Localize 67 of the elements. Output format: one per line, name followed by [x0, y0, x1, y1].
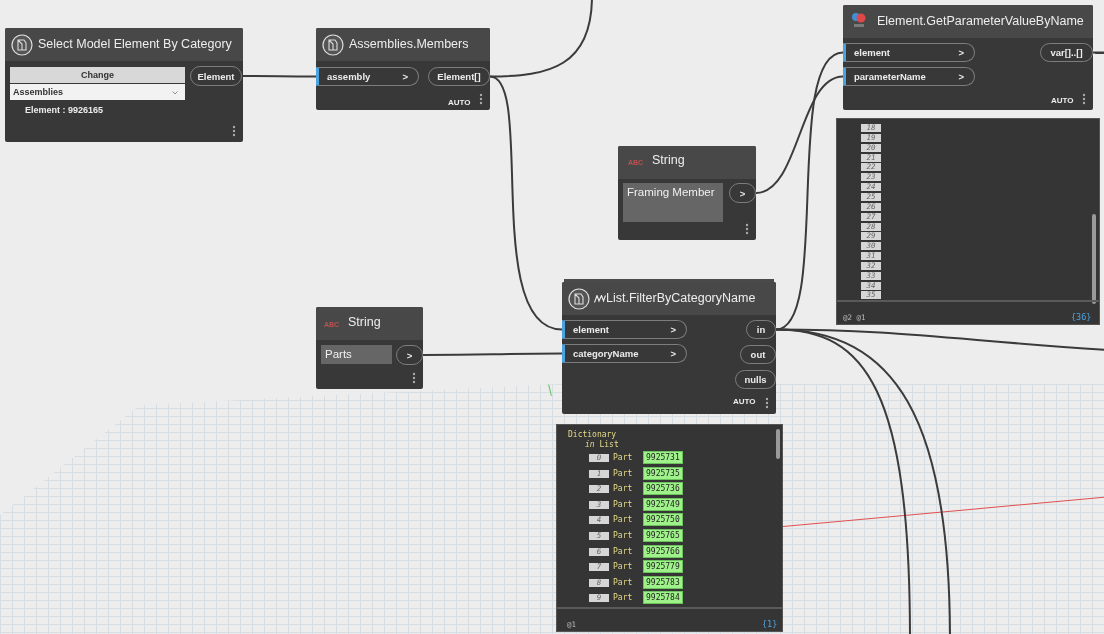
item-type: Part: [613, 577, 633, 587]
node-card: [316, 307, 423, 389]
watch-preview-panel: [556, 424, 783, 632]
category-dropdown: Assemblies: [10, 84, 185, 100]
node-title: List.FilterByCategoryName: [606, 291, 756, 305]
element-id: 9925783: [643, 575, 683, 589]
wire: [775, 328, 911, 634]
item-count: {1}: [762, 619, 778, 629]
port: parameterName >: [843, 67, 975, 86]
wire: [489, 0, 593, 78]
element-id: 9925784: [643, 591, 683, 605]
port: Element: [190, 66, 242, 86]
port: in: [746, 320, 776, 339]
item-type: Part: [613, 484, 633, 494]
lacing-label: AUTO: [448, 98, 471, 107]
wire: [755, 75, 844, 194]
wire: [1092, 51, 1104, 54]
node-card: [843, 5, 1093, 110]
wire: [775, 51, 844, 331]
item-type: Part: [613, 499, 633, 509]
port: element >: [562, 320, 687, 339]
node-title: Assemblies.Members: [349, 37, 469, 51]
port: nulls: [735, 370, 776, 389]
item-type: Part: [613, 515, 633, 525]
node-title: Element.GetParameterValueByName: [877, 14, 1084, 28]
item-type: Part: [613, 562, 633, 572]
item-type: Part: [613, 546, 633, 556]
node-title: String: [652, 153, 685, 167]
item-count: {36}: [1071, 312, 1092, 322]
string-input-field: Framing Member: [623, 183, 723, 222]
element-id: Element : 9926165: [25, 105, 104, 115]
node-card: [562, 282, 776, 414]
port: >: [729, 183, 756, 203]
list-key: in List: [585, 440, 619, 449]
port: categoryName >: [562, 344, 687, 363]
node-card: [316, 28, 490, 110]
wire: [489, 75, 563, 331]
port: Element[]: [428, 67, 490, 86]
wire: [241, 75, 317, 78]
node-card: [5, 28, 243, 142]
node-title: Select Model Element By Category: [38, 37, 232, 51]
element-id: 9925735: [643, 466, 683, 480]
element-id: 9925766: [643, 544, 683, 558]
port: >: [396, 345, 423, 365]
element-id: 9925749: [643, 497, 683, 511]
port: out: [740, 345, 776, 364]
element-id: 9925731: [643, 451, 683, 464]
watch-preview-panel: [836, 118, 1100, 325]
lacing-label: AUTO: [733, 397, 756, 406]
item-type: Part: [613, 453, 633, 462]
lacing-label: AUTO: [1051, 96, 1074, 105]
item-type: Part: [613, 468, 633, 478]
node-card: [618, 146, 756, 240]
string-input-field: Parts: [321, 345, 392, 364]
element-id: 9925736: [643, 482, 683, 496]
dictionary-label: Dictionary: [568, 430, 617, 439]
element-id: 9925779: [643, 560, 683, 574]
item-type: Part: [613, 531, 633, 540]
change-button: Change: [10, 67, 185, 83]
wire: [422, 352, 563, 356]
element-id: 9925750: [643, 513, 683, 527]
port: var[]..[]: [1040, 43, 1093, 62]
item-type: Part: [613, 593, 633, 603]
port: element >: [843, 43, 975, 62]
element-id: 9925765: [643, 529, 683, 542]
node-title: String: [348, 315, 381, 329]
port: assembly >: [316, 67, 419, 86]
